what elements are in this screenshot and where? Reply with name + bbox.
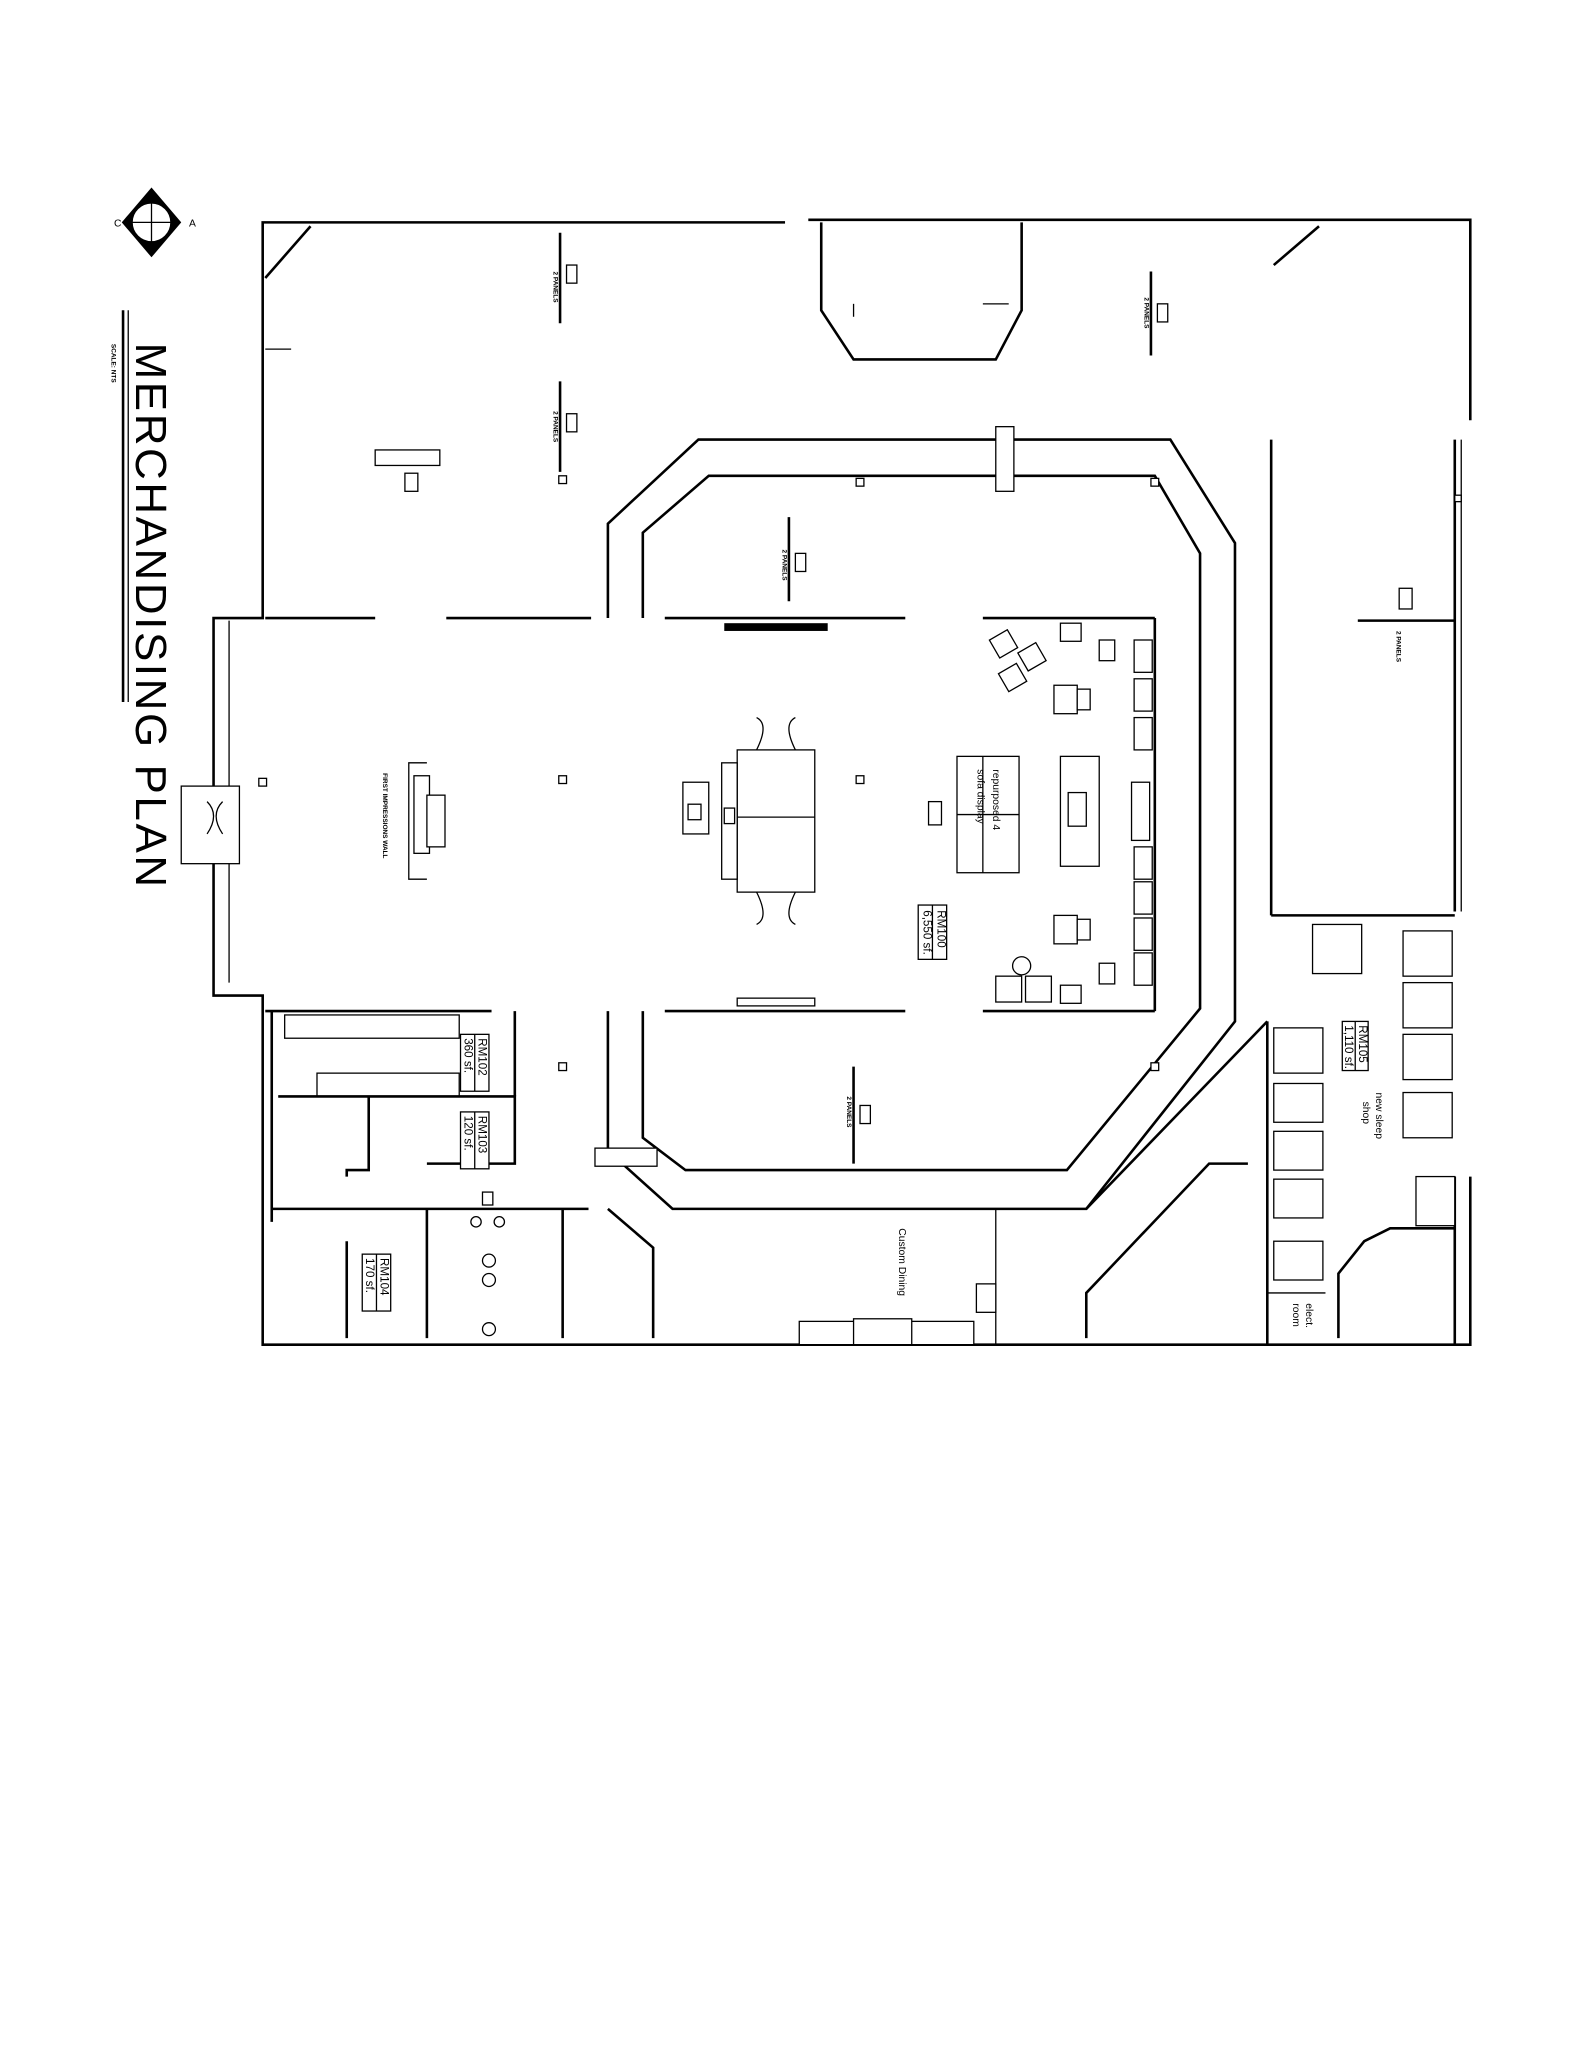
fixture [594, 1147, 658, 1167]
title-block: MERCHANDISING PLAN SCALE: NTS [109, 310, 175, 890]
panel-stands: 2 PANELS 2 PANELS 2 PANELS 2 PANELS 2 PA… [374, 232, 1455, 1167]
elect-room-label: room [1290, 1303, 1301, 1327]
racetrack-aisle [606, 438, 1237, 1211]
fixture [995, 426, 1015, 492]
svg-text:RM104: RM104 [377, 1258, 390, 1296]
sofa-display-label: sofa display [975, 769, 986, 824]
room-label-rm100: RM100 6,550 sf. [917, 904, 948, 961]
svg-text:1,110 sf.: 1,110 sf. [1342, 1025, 1355, 1069]
fixture [374, 449, 441, 467]
svg-text:2 PANELS: 2 PANELS [1395, 631, 1402, 663]
room-label-rm104: RM104 170 sf. [361, 1253, 392, 1312]
lower-left-rooms: RM102 360 sf. RM103 120 sf. RM104 170 sf… [265, 1009, 655, 1339]
custom-dining-label: Custom Dining [896, 1228, 907, 1296]
panel-stand: 2 PANELS [552, 381, 578, 472]
room-label-rm103: RM103 120 sf. [459, 1111, 490, 1170]
wall-shelving [724, 623, 828, 631]
sleep-shop-label: shop [1360, 1102, 1371, 1125]
sofa-display-label: repurposed 4 [990, 769, 1001, 830]
svg-text:2 PANELS: 2 PANELS [780, 549, 787, 581]
svg-text:RM105: RM105 [1356, 1025, 1369, 1062]
custom-dining-area: Custom Dining [798, 1228, 997, 1346]
interior-partitions [265, 439, 1457, 1345]
elect-room-label: elect. [1303, 1303, 1314, 1328]
svg-text:2 PANELS: 2 PANELS [552, 411, 559, 443]
room-label-rm102: RM102 360 sf. [459, 1033, 490, 1092]
wall-bays [1059, 622, 1153, 1004]
panel-stand: 2 PANELS [552, 232, 578, 324]
svg-text:RM102: RM102 [476, 1038, 489, 1075]
svg-text:170 sf.: 170 sf. [363, 1258, 376, 1293]
svg-text:RM103: RM103 [476, 1116, 489, 1153]
panel-stand: 2 PANELS [780, 517, 807, 602]
compass-label-right: A [189, 218, 196, 229]
front-wall-label: FIRST IMPRESSIONS WALL [381, 773, 388, 858]
sleep-shop-area: RM105 1,110 sf. new sleep shop elect. ro… [1273, 923, 1456, 1339]
sofa-display-area: repurposed 4 sofa display [927, 622, 1153, 1004]
panel-stand: 2 PANELS [845, 1066, 872, 1164]
dining-display [682, 716, 816, 926]
svg-text:RM100: RM100 [935, 910, 948, 948]
north-arrow-compass-icon: C A [114, 187, 196, 258]
first-impressions-wall: FIRST IMPRESSIONS WALL [381, 762, 446, 880]
svg-text:6,550 sf.: 6,550 sf. [920, 910, 933, 955]
columns [258, 475, 1462, 1072]
sleep-shop-label: new sleep [1373, 1093, 1384, 1140]
entry-vestibule [180, 785, 241, 865]
svg-text:2 PANELS: 2 PANELS [845, 1096, 852, 1128]
drawing-title: MERCHANDISING PLAN [126, 343, 175, 890]
room-label-rm105: RM105 1,110 sf. [1341, 1020, 1369, 1072]
scale-note: SCALE: NTS [109, 344, 116, 383]
svg-text:360 sf.: 360 sf. [461, 1038, 474, 1073]
panel-stand: 2 PANELS [1357, 587, 1455, 663]
compass-label-left: C [114, 218, 122, 229]
exterior-walls [180, 218, 1472, 1346]
corner-rooms [264, 222, 1320, 361]
svg-text:2 PANELS: 2 PANELS [552, 272, 559, 304]
svg-text:2 PANELS: 2 PANELS [1142, 297, 1149, 329]
wall-shelving [736, 997, 816, 1007]
panel-stand: 2 PANELS [1142, 271, 1169, 356]
svg-text:120 sf.: 120 sf. [461, 1116, 474, 1151]
